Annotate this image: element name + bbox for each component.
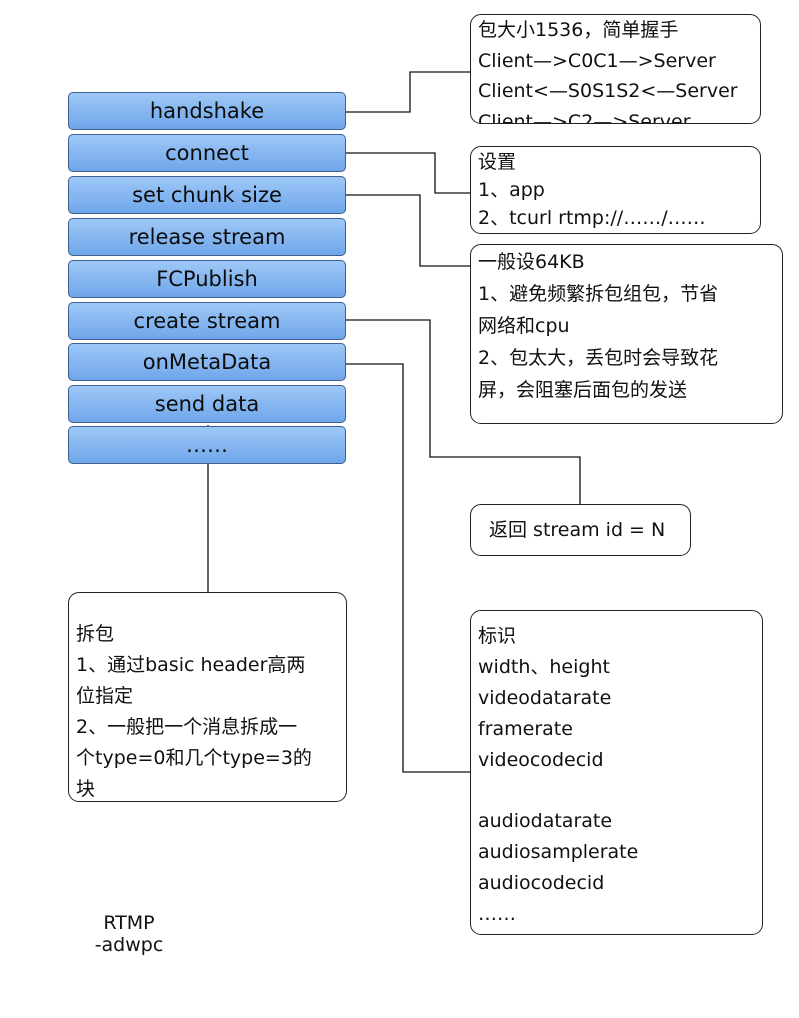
metadata-note-line: videocodecid [478, 749, 604, 771]
handshake-note-line: 包大小1536，简单握手 [478, 19, 679, 41]
send-note-line: 块 [76, 778, 96, 800]
metadata-note-line: …… [478, 903, 516, 925]
send-note-line: 位指定 [76, 685, 134, 707]
caption-author: -adwpc [94, 934, 164, 956]
chunk-note-line: 屏，会阻塞后面包的发送 [478, 379, 688, 401]
step-fcpublish: FCPublish [68, 260, 346, 298]
caption: RTMP -adwpc [92, 912, 166, 956]
step-handshake: handshake [68, 92, 346, 130]
metadata-note-line: audiodatarate [478, 810, 613, 832]
note-metadata: 标识 width、height videodatarate framerate vide… [470, 610, 763, 935]
chunk-note-line: 网络和cpu [478, 315, 570, 337]
stream-note-line: 返回 stream id = N [489, 519, 666, 541]
connect-note-line: 设置 [478, 151, 517, 173]
note-connect: 设置 1、app 2、tcurl rtmp://……/…… [470, 146, 761, 234]
connector-onmetadata [346, 363, 470, 773]
metadata-note-line [478, 776, 755, 806]
metadata-note-line: 标识 [478, 625, 517, 647]
connector-connect [346, 152, 470, 194]
metadata-note-line: width、height [478, 656, 610, 678]
step-release-stream: release stream [68, 218, 346, 256]
send-note-line: 1、通过basic header高两 [76, 654, 306, 676]
connect-note-line: 1、app [478, 179, 545, 201]
step-more: …… [68, 426, 346, 464]
handshake-note-line: Client—>C0C1—>Server [478, 49, 716, 72]
handshake-note-line: Client—>C2—>Server [478, 110, 691, 124]
metadata-note-line: framerate [478, 718, 573, 740]
metadata-note-line: audiocodecid [478, 872, 605, 894]
metadata-note-line: videodatarate [478, 687, 612, 709]
step-create-stream: create stream [68, 302, 346, 340]
caption-title: RTMP [103, 912, 155, 934]
connector-handshake [346, 71, 470, 113]
step-send-data: send data [68, 385, 346, 423]
send-note-line: 拆包 [76, 623, 115, 645]
handshake-note-line: Client<—S0S1S2<—Server [478, 80, 738, 102]
send-note-line: 2、一般把一个消息拆成一 [76, 716, 298, 738]
connect-note-line: 2、tcurl rtmp://……/…… [478, 207, 706, 229]
note-chunk-size: 一般设64KB 1、避免频繁拆包组包，节省网络和cpu 2、包太大，丢包时会导致花屏… [470, 244, 783, 424]
send-note-line: 个type=0和几个type=3的 [76, 747, 312, 769]
step-connect: connect [68, 134, 346, 172]
note-send-data: 拆包 1、通过basic header高两位指定 2、一般把一个消息拆成一个type… [68, 592, 347, 802]
step-onmetadata: onMetaData [68, 343, 346, 381]
connector-chunk [346, 194, 470, 267]
chunk-note-line: 1、避免频繁拆包组包，节省 [478, 283, 719, 305]
chunk-note-line: 2、包太大，丢包时会导致花 [478, 347, 719, 369]
step-set-chunk-size: set chunk size [68, 176, 346, 214]
metadata-note-line: audiosamplerate [478, 841, 639, 863]
note-stream-id: 返回 stream id = N [470, 504, 691, 556]
chunk-note-line: 一般设64KB [478, 251, 585, 273]
